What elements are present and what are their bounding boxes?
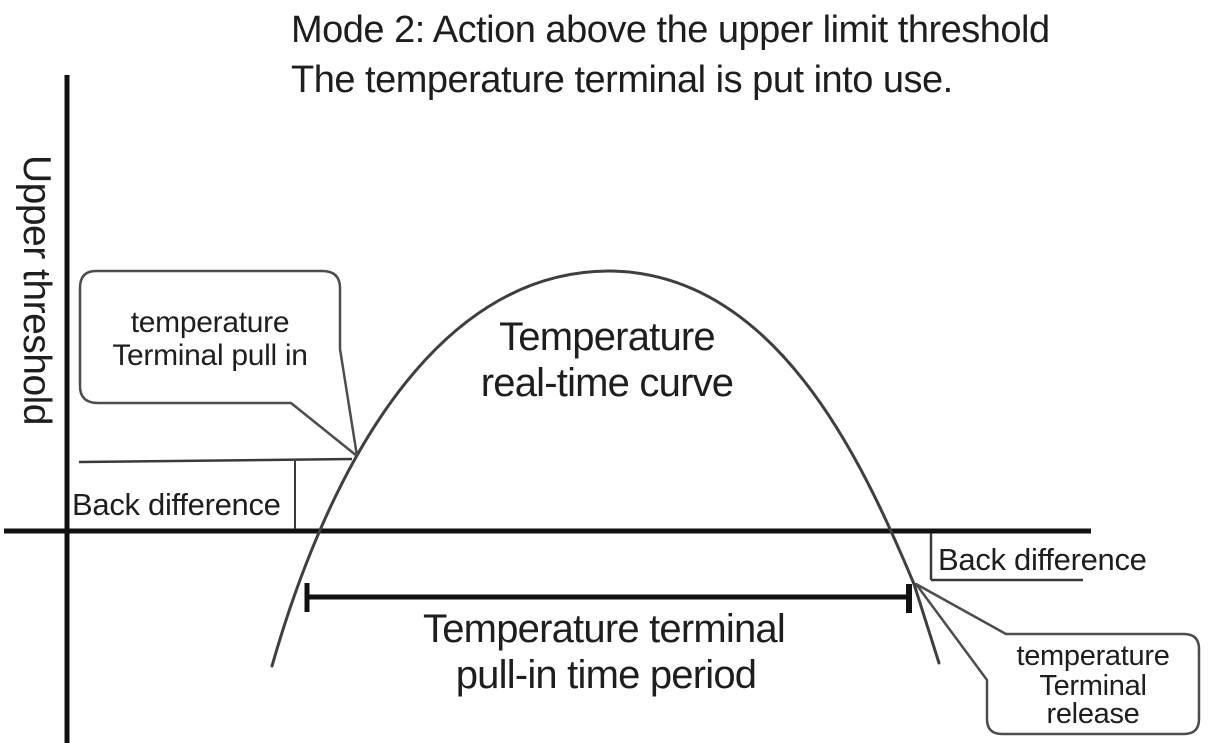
pull-in-period-label-line-1: Temperature terminal (423, 607, 785, 651)
back-difference-left-label: Back difference (72, 487, 281, 522)
diagram-title-line-2: The temperature terminal is put into use… (291, 59, 953, 101)
pull-in-callout-bubble (78, 269, 359, 458)
curve-label-line-2: real-time curve (481, 361, 734, 405)
diagram-title-line-1: Mode 2: Action above the upper limit thr… (291, 9, 1050, 51)
release-callout-line-3: release (1046, 698, 1139, 730)
y-axis-label: Upper threshold (15, 155, 58, 425)
release-callout-line-2: Terminal (1039, 670, 1146, 702)
release-callout-line-1: temperature (1016, 640, 1169, 672)
upper-threshold-line (78, 457, 353, 464)
pull-in-callout-line-2: Terminal pull in (112, 339, 307, 372)
back-difference-right-label: Back difference (938, 542, 1147, 577)
curve-label-line-1: Temperature (499, 315, 715, 359)
pull-in-callout-line-1: temperature (131, 306, 289, 339)
pull-in-period-label-line-2: pull-in time period (456, 653, 757, 697)
temperature-curve (270, 269, 941, 668)
release-callout-bubble (914, 582, 1201, 736)
